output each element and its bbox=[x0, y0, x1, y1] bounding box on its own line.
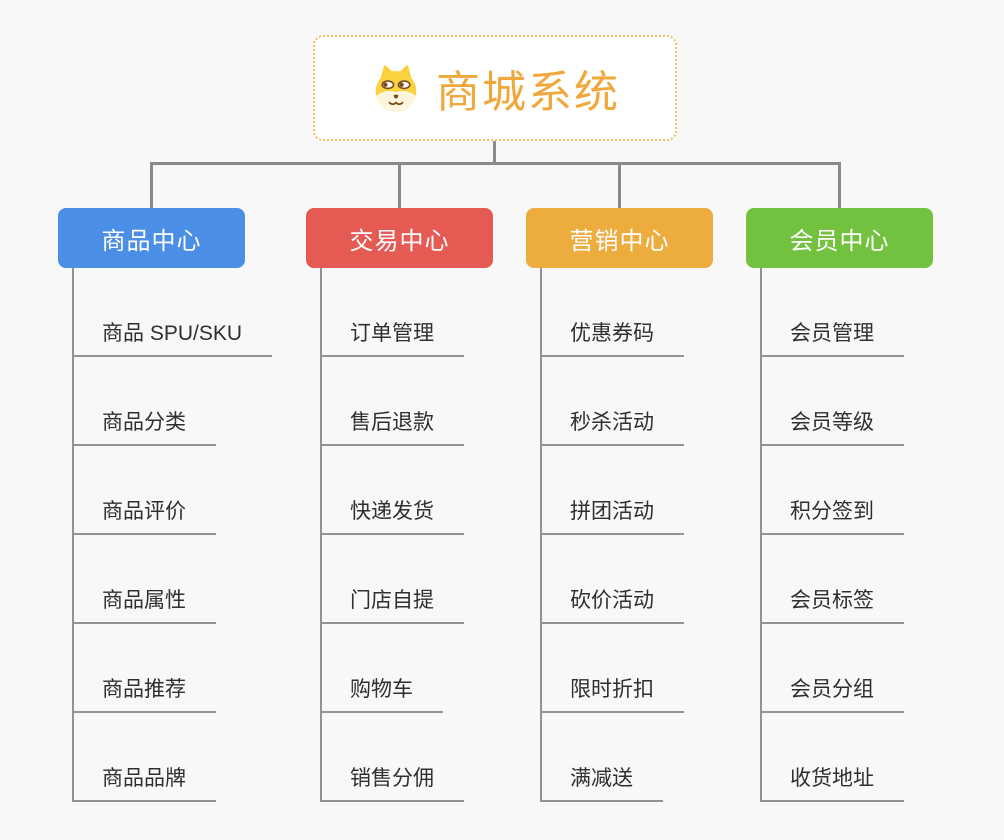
leaf-node[interactable]: 拼团活动 bbox=[540, 500, 684, 535]
leaf-node[interactable]: 会员分组 bbox=[760, 678, 904, 713]
leaf-node[interactable]: 限时折扣 bbox=[540, 678, 684, 713]
root-title: 商城系统 bbox=[436, 68, 620, 117]
branch-rail bbox=[320, 268, 322, 802]
branch-label: 商品中心 bbox=[101, 227, 202, 255]
branch-label: 会员中心 bbox=[789, 227, 890, 255]
branch-column: 营销中心优惠券码秒杀活动拼团活动砍价活动限时折扣满减送 bbox=[526, 208, 713, 808]
leaf-node[interactable]: 商品分类 bbox=[72, 411, 216, 446]
leaf-node[interactable]: 秒杀活动 bbox=[540, 411, 684, 446]
connector-drop-1 bbox=[150, 162, 153, 208]
leaf-node[interactable]: 销售分佣 bbox=[320, 767, 464, 802]
branch-label: 营销中心 bbox=[569, 227, 670, 255]
leaf-node[interactable]: 商品属性 bbox=[72, 589, 216, 624]
leaf-node[interactable]: 商品评价 bbox=[72, 500, 216, 535]
leaf-node[interactable]: 购物车 bbox=[320, 678, 443, 713]
branch-label: 交易中心 bbox=[349, 227, 450, 255]
leaf-node[interactable]: 会员等级 bbox=[760, 411, 904, 446]
leaf-node[interactable]: 优惠券码 bbox=[540, 322, 684, 357]
branch-node[interactable]: 商品中心 bbox=[58, 208, 245, 268]
leaf-node[interactable]: 门店自提 bbox=[320, 589, 464, 624]
branch-column: 会员中心会员管理会员等级积分签到会员标签会员分组收货地址 bbox=[746, 208, 933, 808]
leaf-node[interactable]: 满减送 bbox=[540, 767, 663, 802]
leaf-node[interactable]: 商品推荐 bbox=[72, 678, 216, 713]
branch-column: 商品中心商品 SPU/SKU 商品分类商品评价商品属性商品推荐商品品牌 bbox=[58, 208, 273, 808]
leaf-node[interactable]: 收货地址 bbox=[760, 767, 904, 802]
leaf-node[interactable]: 砍价活动 bbox=[540, 589, 684, 624]
root-node[interactable]: 商城系统 bbox=[313, 35, 677, 141]
leaf-node[interactable]: 售后退款 bbox=[320, 411, 464, 446]
connector-bus bbox=[150, 162, 841, 165]
leaf-node[interactable]: 商品 SPU/SKU bbox=[72, 322, 273, 357]
branch-column: 交易中心订单管理售后退款快递发货门店自提购物车销售分佣 bbox=[306, 208, 493, 808]
shiba-dog-icon bbox=[375, 65, 417, 112]
leaf-node[interactable]: 会员管理 bbox=[760, 322, 904, 357]
branch-node[interactable]: 营销中心 bbox=[526, 208, 713, 268]
leaf-node[interactable]: 会员标签 bbox=[760, 589, 904, 624]
leaf-node[interactable]: 积分签到 bbox=[760, 500, 904, 535]
connector-drop-2 bbox=[398, 162, 401, 208]
branch-rail bbox=[760, 268, 762, 802]
connector-root-stem bbox=[493, 141, 496, 165]
leaf-node[interactable]: 快递发货 bbox=[320, 500, 464, 535]
leaf-node[interactable]: 商品品牌 bbox=[72, 767, 216, 802]
leaf-node[interactable]: 订单管理 bbox=[320, 322, 464, 357]
branch-rail bbox=[72, 268, 74, 802]
branch-rail bbox=[540, 268, 542, 802]
connector-drop-3 bbox=[618, 162, 621, 208]
connector-drop-4 bbox=[838, 162, 841, 208]
branch-node[interactable]: 交易中心 bbox=[306, 208, 493, 268]
branch-node[interactable]: 会员中心 bbox=[746, 208, 933, 268]
